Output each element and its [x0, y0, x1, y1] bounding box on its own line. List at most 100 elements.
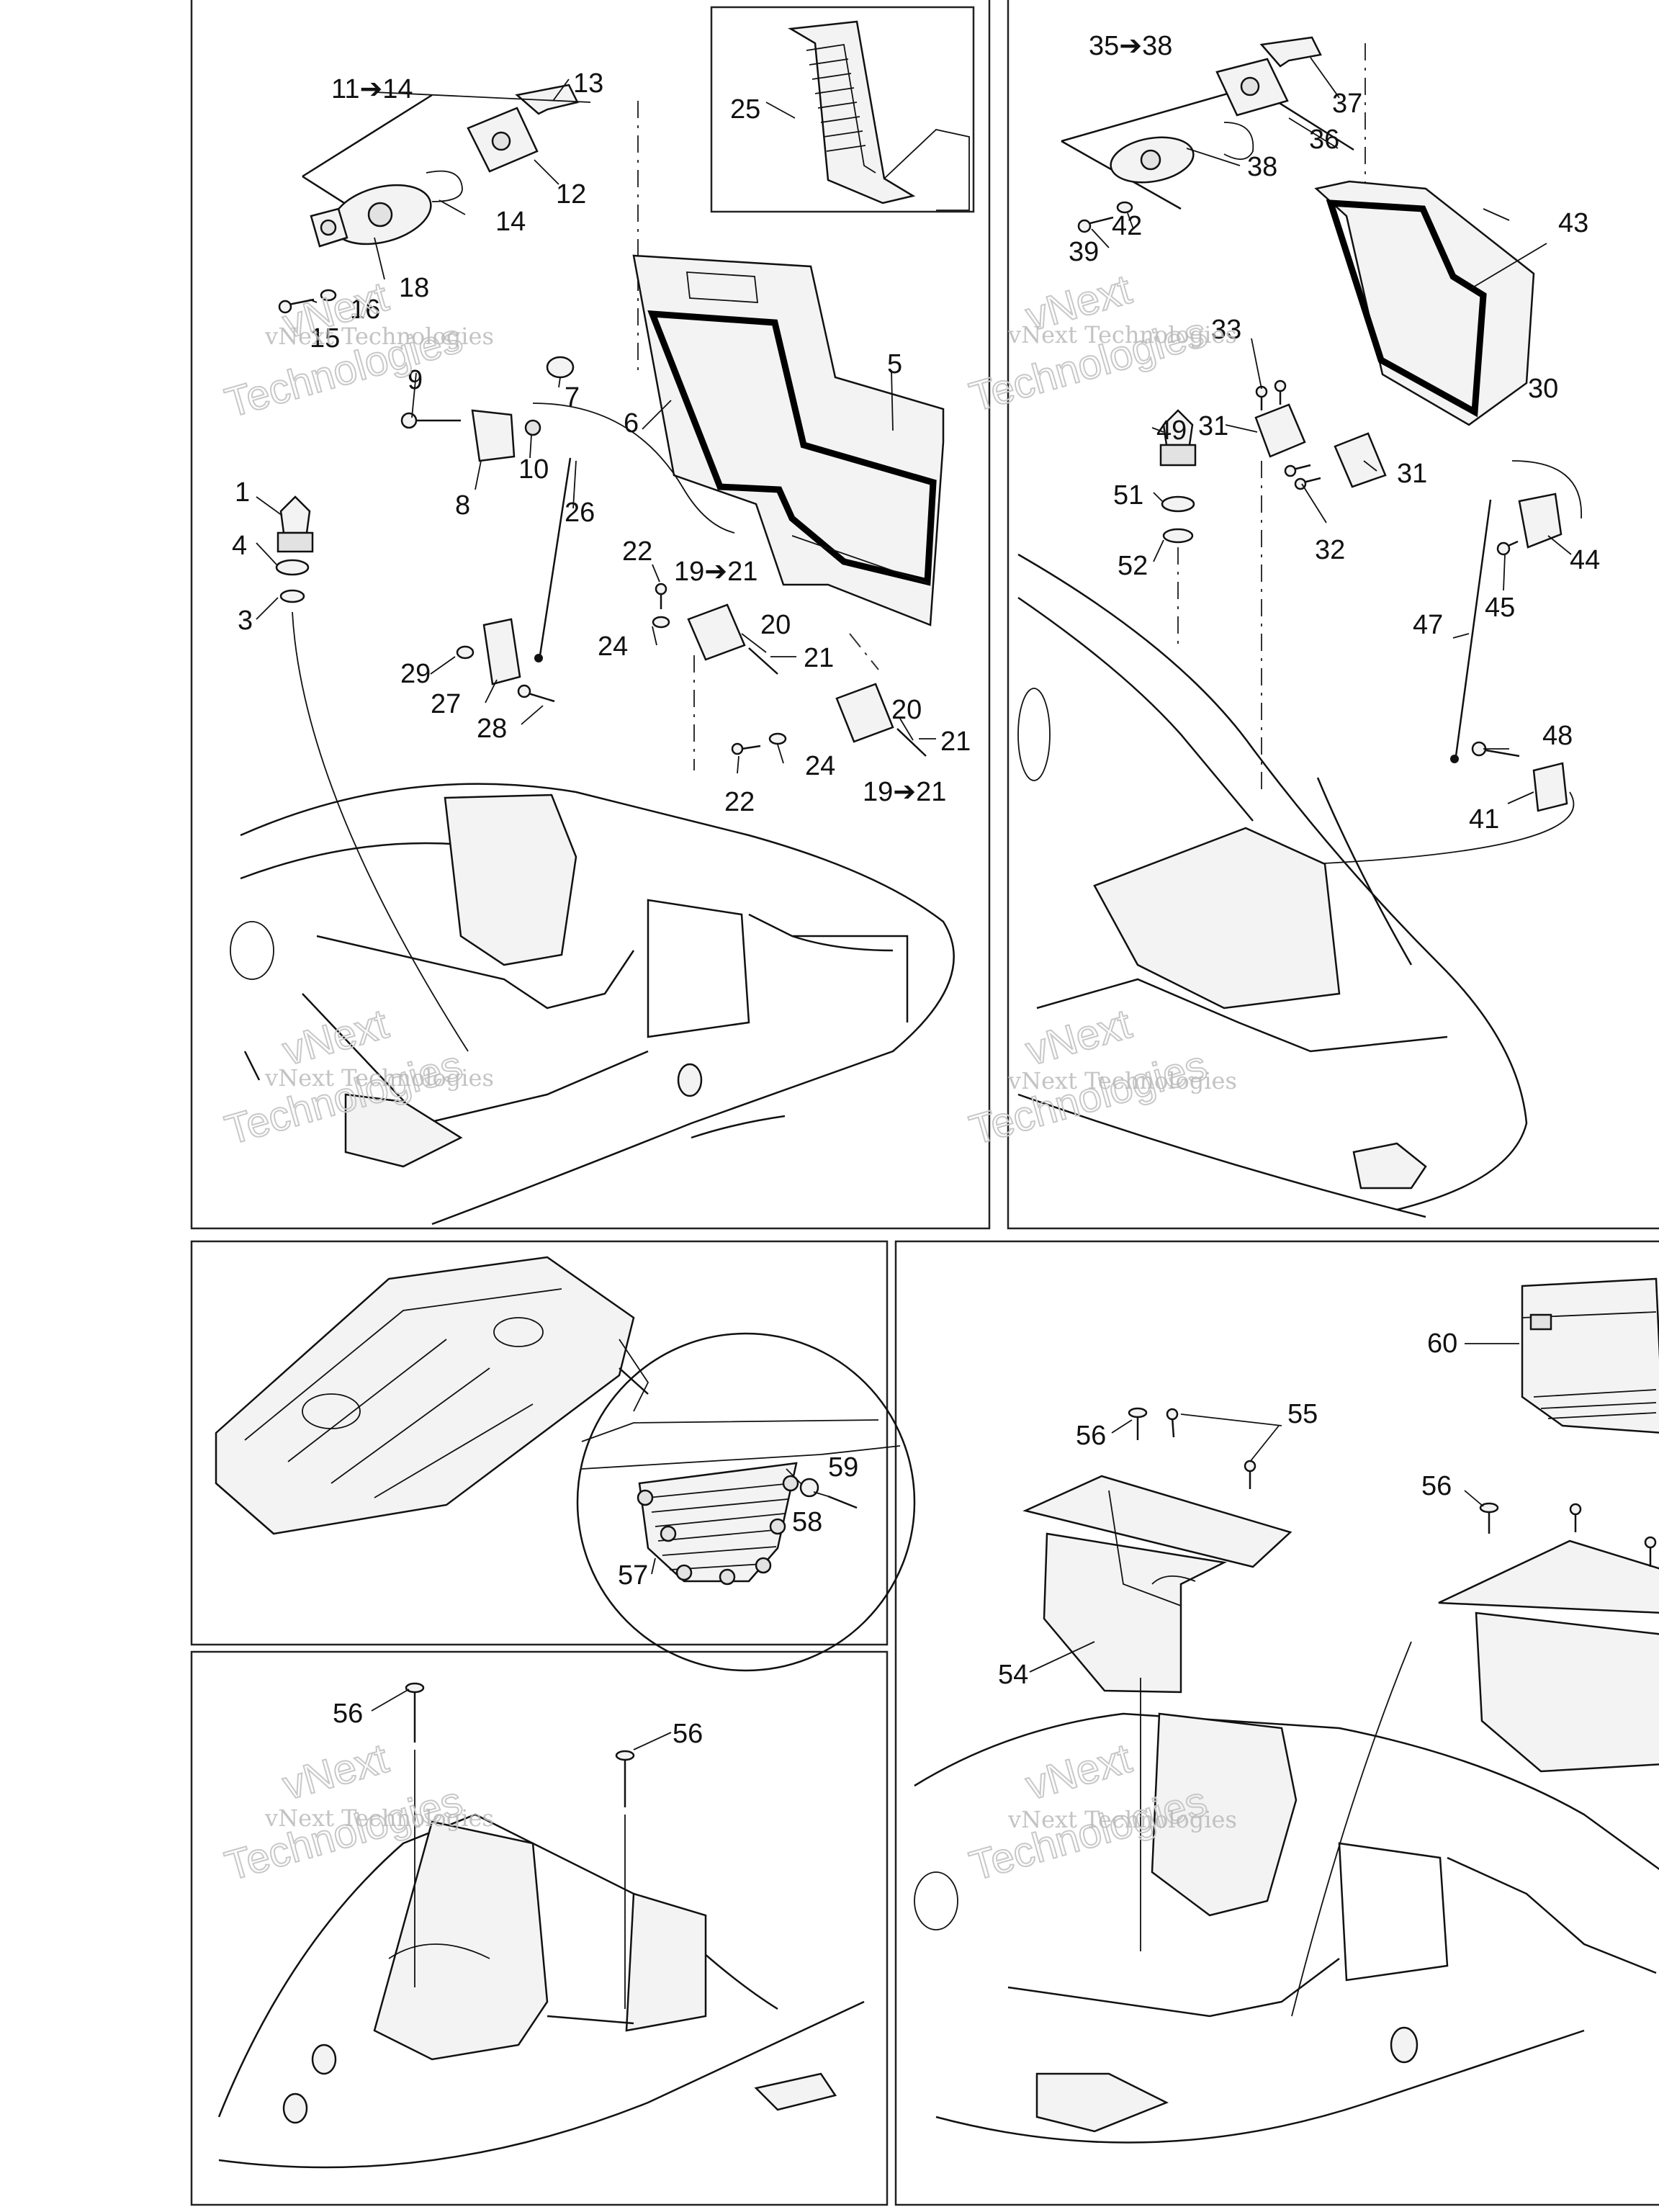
svg-text:vNext: vNext — [1021, 1735, 1136, 1809]
washer-3 — [279, 589, 305, 603]
watermark-2: vNext Technologies vNext Technologies — [964, 265, 1237, 421]
svg-text:vNext Technologies: vNext Technologies — [264, 1064, 494, 1092]
screw-32-b — [1303, 477, 1321, 484]
knob-group — [275, 495, 469, 1052]
nut-10 — [524, 419, 541, 436]
boat-overview — [215, 1256, 635, 1535]
callout-26: 26 — [565, 498, 595, 528]
deck-drain — [344, 1093, 463, 1168]
callout-10: 10 — [518, 454, 549, 485]
plate-8 — [471, 409, 516, 462]
svg-text:vNext Technologies: vNext Technologies — [1007, 321, 1237, 349]
panel-glove-box — [190, 1650, 889, 2206]
callout-29: 29 — [400, 659, 431, 689]
spring-14 — [426, 170, 463, 202]
washer-24-a — [652, 616, 670, 629]
callout-4: 4 — [232, 531, 247, 561]
callout-11-14: 11➔14 — [331, 74, 413, 104]
rear-lid-seal-43 — [1326, 199, 1487, 418]
callout-13: 13 — [573, 68, 603, 99]
vent-grille-57 — [638, 1462, 798, 1583]
callout-44: 44 — [1570, 545, 1600, 575]
callout-20-b: 20 — [891, 695, 922, 725]
callout-37: 37 — [1332, 89, 1362, 119]
bin-54 — [1043, 1532, 1228, 1694]
callout-31-b: 31 — [1397, 459, 1427, 489]
callout-55: 55 — [1287, 1399, 1318, 1429]
knob-49 — [1162, 409, 1194, 446]
svg-text:vNext Technologies: vNext Technologies — [264, 1804, 494, 1832]
callout-27: 27 — [431, 689, 461, 719]
front-storage-lid — [632, 254, 945, 626]
panel3-drawing — [215, 1256, 916, 1672]
plate-27 — [482, 618, 521, 685]
callout-48: 48 — [1542, 721, 1573, 751]
panel1-drawing — [230, 20, 970, 1226]
callout-52: 52 — [1118, 551, 1148, 581]
callout-7: 7 — [565, 382, 580, 413]
panel-frames — [190, 0, 1659, 2206]
callout-47: 47 — [1413, 610, 1443, 640]
svg-text:vNext Technologies: vNext Technologies — [1007, 1067, 1237, 1094]
rear-deck-edge — [1017, 553, 1528, 1211]
callout-56-c: 56 — [1076, 1421, 1106, 1451]
panel2-drawing — [1017, 36, 1582, 1218]
callout-1: 1 — [235, 477, 250, 508]
callout-8: 8 — [455, 490, 470, 521]
latch-hardware-group — [278, 84, 639, 374]
callout-31-a: 31 — [1198, 411, 1228, 441]
callout-54: 54 — [998, 1660, 1028, 1690]
callout-labels: 11➔14 13 12 14 18 16 15 25 5 6 7 9 10 8 … — [232, 31, 1600, 1749]
callout-16: 16 — [350, 295, 380, 325]
panel4-drawing — [217, 1682, 865, 2169]
callout-58: 58 — [792, 1507, 822, 1537]
callout-22-b: 22 — [724, 787, 755, 817]
callout-30: 30 — [1528, 374, 1558, 404]
washer-16 — [320, 289, 337, 302]
panel5-drawing — [914, 1277, 1659, 2144]
callout-5: 5 — [887, 349, 902, 379]
callout-21-a: 21 — [804, 643, 834, 673]
nut-58 — [799, 1478, 819, 1498]
hinge-31-b — [1334, 432, 1387, 488]
callout-14: 14 — [495, 207, 526, 237]
panel-bins-cooler — [894, 1240, 1659, 2206]
washer-42 — [1116, 201, 1133, 214]
callout-38: 38 — [1247, 152, 1277, 182]
leader-lines — [256, 57, 1572, 1750]
svg-text:vNext Technologies: vNext Technologies — [1007, 1806, 1237, 1833]
bumper-7 — [546, 356, 575, 379]
glove-box-storage — [373, 1820, 549, 2061]
callout-57: 57 — [618, 1560, 648, 1591]
callout-32: 32 — [1315, 535, 1345, 565]
bow-outline — [217, 1813, 778, 2118]
latch-13 — [515, 84, 579, 115]
callout-12: 12 — [556, 179, 586, 210]
washer-51 — [1161, 495, 1195, 513]
callout-60: 60 — [1427, 1328, 1457, 1359]
callout-24-b: 24 — [805, 751, 835, 781]
hinge-19-b — [835, 683, 894, 743]
bin-second-rim — [1438, 1539, 1659, 1614]
callout-36: 36 — [1309, 125, 1339, 155]
rear-storage-well — [1093, 827, 1341, 1010]
panel-vent-grille — [190, 1240, 889, 1646]
hinge-31-a — [1254, 403, 1306, 458]
screw-59 — [827, 1495, 858, 1509]
callout-41: 41 — [1469, 804, 1499, 835]
washer-4 — [275, 559, 310, 576]
lid-5 — [632, 254, 945, 626]
washer-24-b — [768, 732, 787, 745]
callout-22-a: 22 — [622, 536, 652, 567]
callout-28: 28 — [477, 714, 507, 744]
callout-3: 3 — [238, 606, 253, 636]
panel-rear-storage — [1007, 0, 1659, 1230]
svg-text:vNext: vNext — [1021, 1000, 1136, 1074]
callout-56-d: 56 — [1421, 1471, 1452, 1501]
hinge-group-front — [652, 583, 927, 770]
callout-35-38: 35➔38 — [1089, 31, 1172, 61]
callout-15: 15 — [310, 323, 340, 354]
cooler-60 — [1521, 1277, 1659, 1434]
callout-56-b: 56 — [673, 1719, 703, 1749]
